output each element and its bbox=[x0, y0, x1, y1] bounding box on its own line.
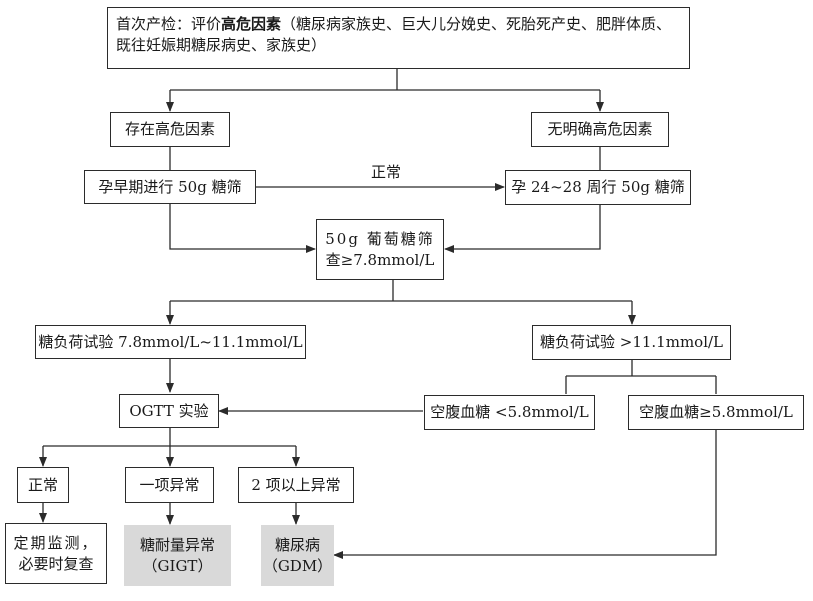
tolerance-high-label: 糖负荷试验 >11.1mmol/L bbox=[539, 333, 724, 351]
normal-edge-label: 正常 bbox=[371, 163, 402, 181]
first-visit-emphasis: 高危因素 bbox=[221, 15, 282, 33]
two-abnormal-box: 2 项以上异常 bbox=[238, 467, 354, 503]
tolerance-high-box: 糖负荷试验 >11.1mmol/L bbox=[532, 325, 731, 360]
screen-24-28-label: 孕 24~28 周行 50g 糖筛 bbox=[511, 178, 685, 196]
first-visit-text: 首次产检：评价高危因素（糖尿病家族史、巨大儿分娩史、死胎死产史、肥胖体质、既往妊… bbox=[116, 15, 672, 54]
gdm-line2: （GDM） bbox=[262, 556, 333, 575]
high-risk-label: 存在高危因素 bbox=[124, 120, 215, 138]
early-screen-box: 孕早期进行 50g 糖筛 bbox=[84, 170, 256, 204]
gdm-line1: 糖尿病 bbox=[274, 535, 320, 554]
igt-box: 糖耐量异常 （GIGT） bbox=[124, 525, 231, 586]
two-abnormal-label: 2 项以上异常 bbox=[251, 475, 341, 494]
normal-result-label: 正常 bbox=[27, 475, 58, 494]
screen-result-line1: 50g 葡萄糖筛 bbox=[325, 229, 435, 248]
monitor-box: 定期监测， 必要时复查 bbox=[5, 523, 107, 584]
connector-early-to-result bbox=[169, 204, 316, 253]
no-risk-box: 无明确高危因素 bbox=[531, 112, 669, 147]
fasting-low-box: 空腹血糖 <5.8mmol/L bbox=[424, 395, 595, 430]
one-abnormal-label: 一项异常 bbox=[139, 475, 200, 494]
high-risk-box: 存在高危因素 bbox=[110, 112, 230, 147]
fasting-high-box: 空腹血糖≥5.8mmol/L bbox=[628, 395, 804, 430]
normal-result-box: 正常 bbox=[17, 467, 69, 503]
gdm-box: 糖尿病 （GDM） bbox=[261, 525, 334, 586]
ogtt-label: OGTT 实验 bbox=[129, 401, 209, 420]
monitor-line2: 必要时复查 bbox=[18, 554, 94, 573]
tolerance-mid-label: 糖负荷试验 7.8mmol/L~11.1mmol/L bbox=[38, 332, 303, 351]
screen-result-box: 50g 葡萄糖筛 查≥7.8mmol/L bbox=[316, 219, 444, 280]
screen-24-28-box: 孕 24~28 周行 50g 糖筛 bbox=[505, 170, 691, 205]
no-risk-label: 无明确高危因素 bbox=[547, 120, 653, 138]
fasting-high-label: 空腹血糖≥5.8mmol/L bbox=[639, 403, 793, 421]
connector-24-28-to-result bbox=[444, 205, 601, 253]
igt-line1: 糖耐量异常 bbox=[139, 535, 215, 554]
tolerance-mid-box: 糖负荷试验 7.8mmol/L~11.1mmol/L bbox=[35, 325, 306, 359]
connector-fasting-high-to-gdm bbox=[333, 430, 717, 559]
igt-line2: （GIGT） bbox=[142, 556, 213, 575]
monitor-line1: 定期监测， bbox=[13, 533, 99, 552]
screen-result-line2: 查≥7.8mmol/L bbox=[325, 250, 435, 269]
ogtt-box: OGTT 实验 bbox=[119, 394, 219, 428]
fasting-low-label: 空腹血糖 <5.8mmol/L bbox=[430, 403, 589, 421]
early-screen-label: 孕早期进行 50g 糖筛 bbox=[98, 177, 242, 196]
one-abnormal-box: 一项异常 bbox=[125, 467, 214, 503]
first-visit-box: 首次产检：评价高危因素（糖尿病家族史、巨大儿分娩史、死胎死产史、肥胖体质、既往妊… bbox=[107, 7, 690, 69]
